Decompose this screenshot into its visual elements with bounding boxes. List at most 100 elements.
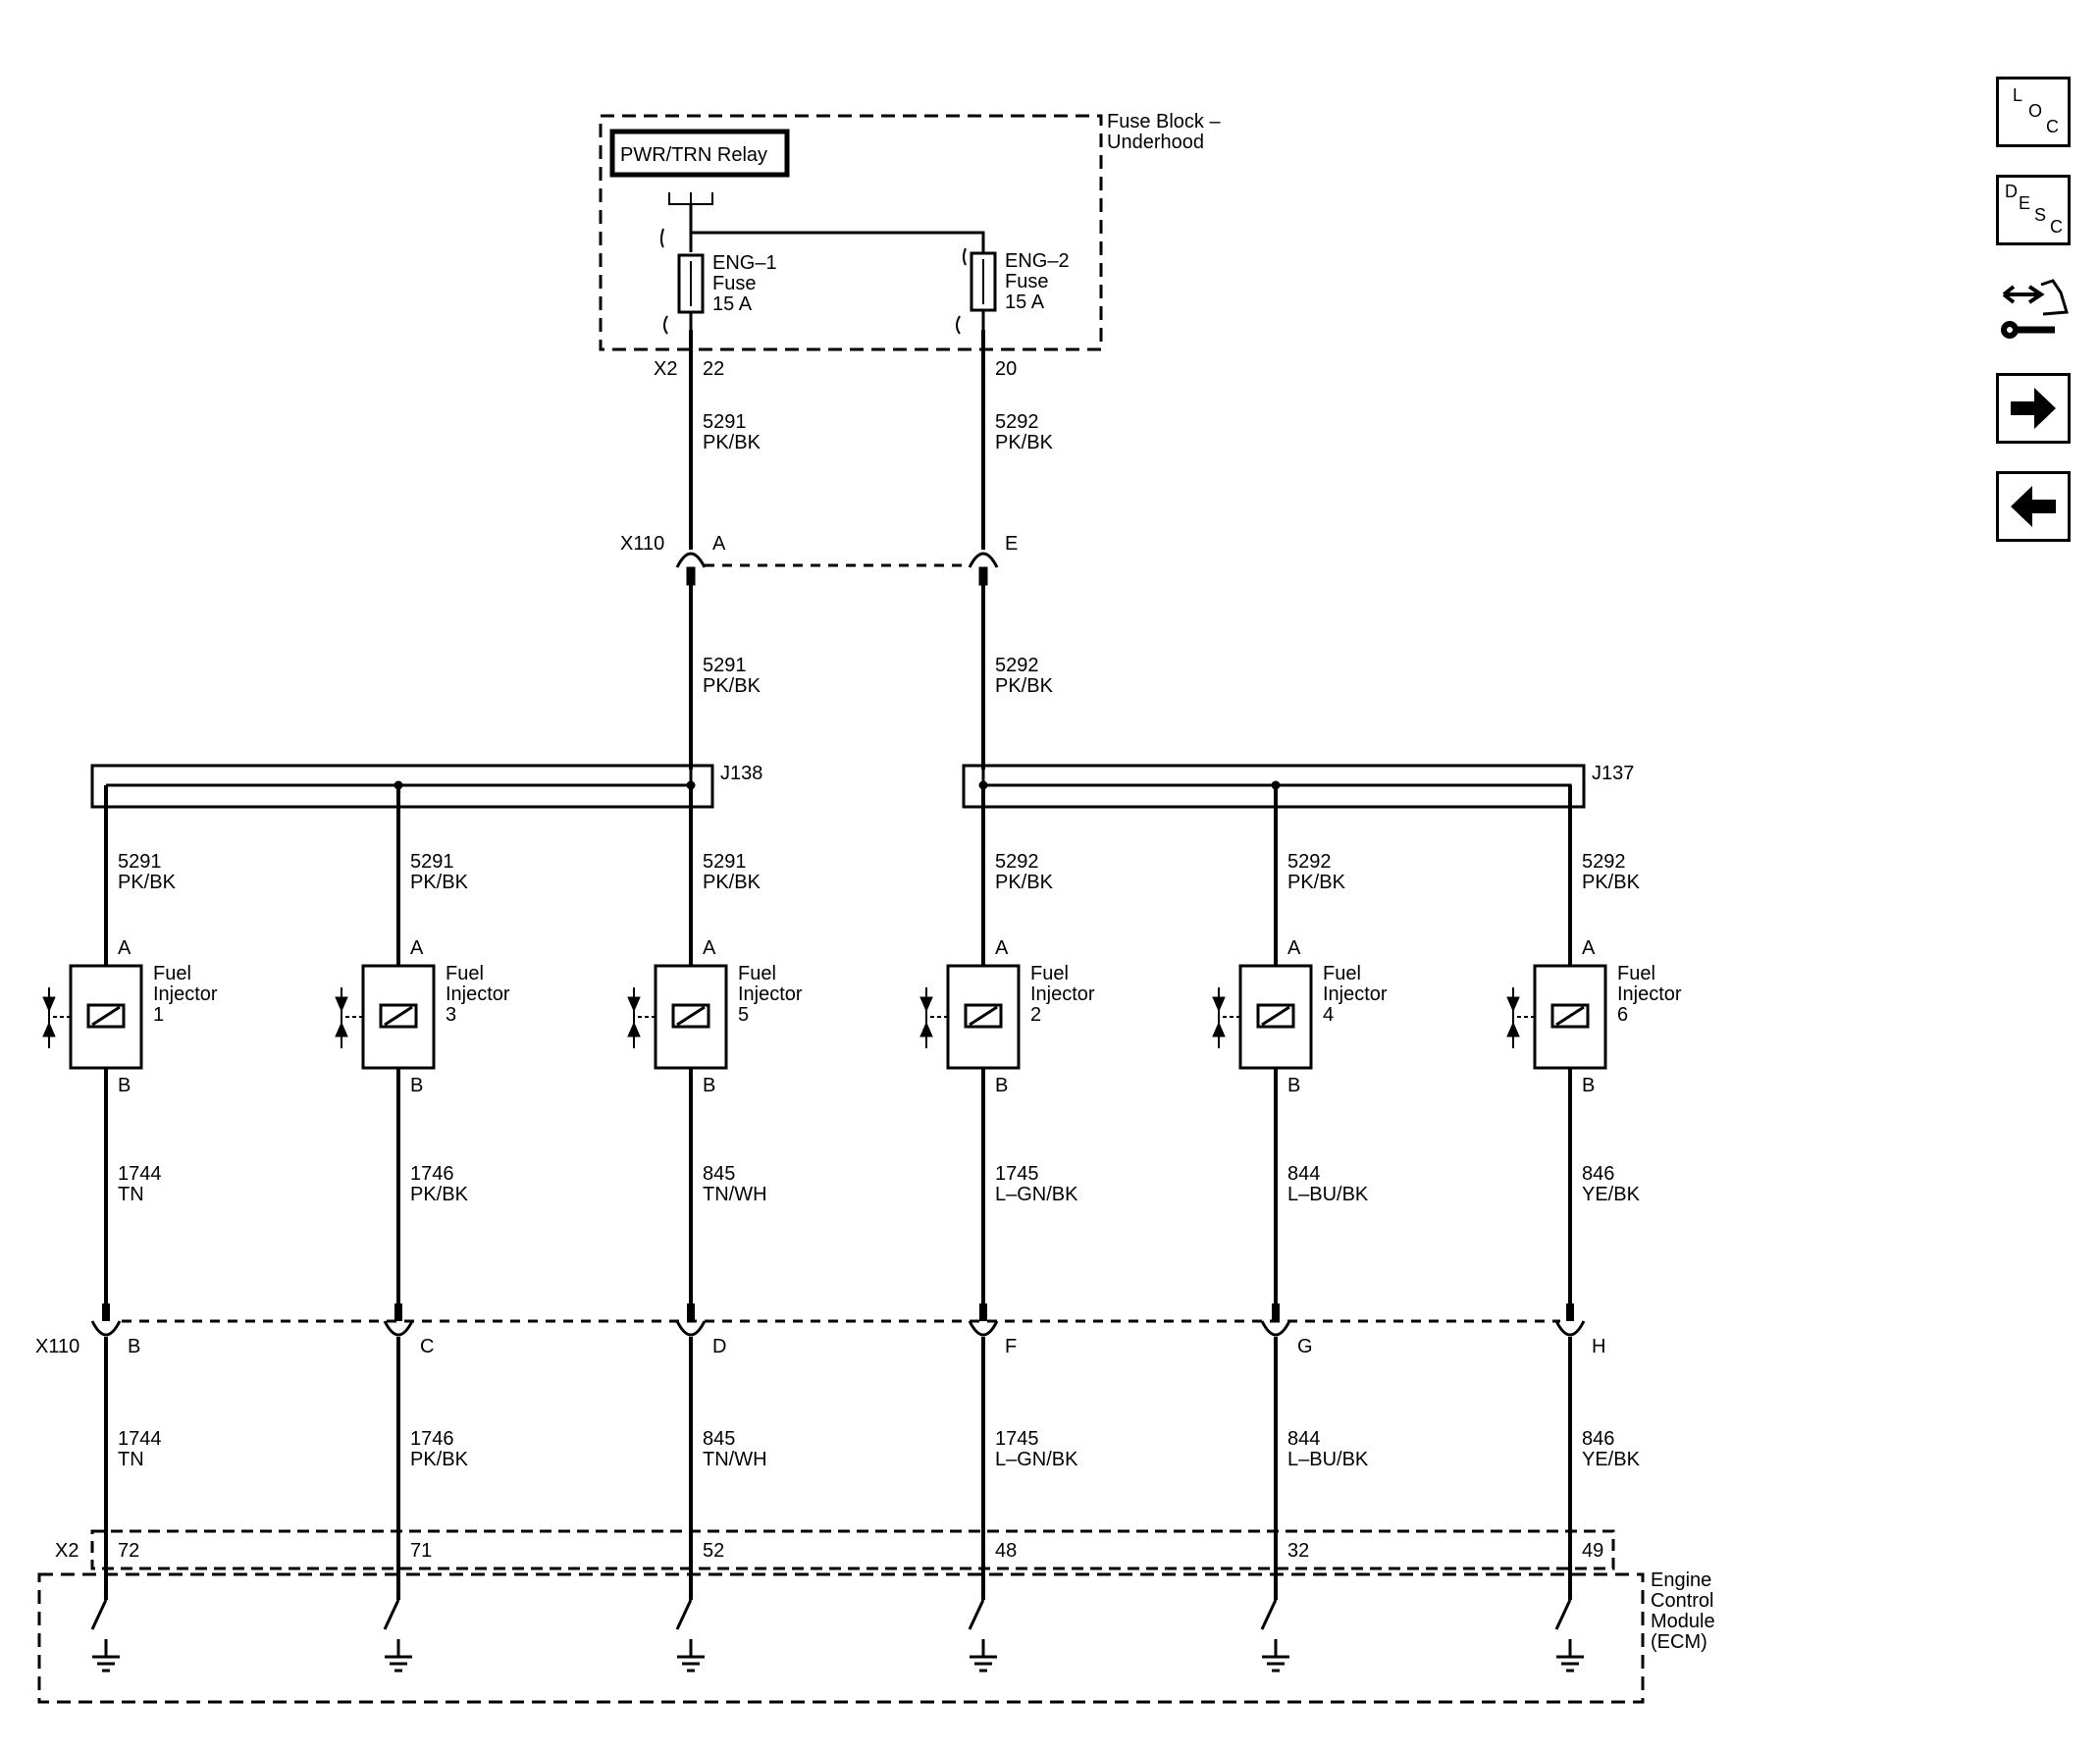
injector-coil-symbol (964, 1003, 1003, 1029)
injector-1-pin-b: B (118, 1075, 131, 1096)
x110-top-pin-a: A (712, 533, 726, 555)
splice-j138-box (90, 764, 714, 809)
splice-j137-label: J137 (1592, 763, 1634, 784)
injector-coil-symbol (86, 1003, 126, 1029)
desc-letter-e: E (2019, 193, 2031, 213)
desc-letter-d: D (2005, 182, 2018, 201)
ecm-connector-x2-label: X2 (55, 1540, 79, 1562)
injector-2-pin-a: A (410, 937, 424, 959)
injector-2-pin-b: B (410, 1075, 423, 1096)
location-button[interactable]: L O C (1996, 77, 2071, 147)
x110-bottom-pin-connector (1260, 1320, 1291, 1337)
ground-icon (677, 1655, 705, 1673)
x110-top-pin-e: E (1005, 533, 1018, 555)
ecm-pin-72: 72 (118, 1540, 139, 1562)
injector-3-pin-a: A (703, 937, 716, 959)
fuse-eng-2-pin: 20 (995, 358, 1017, 380)
arrow-left-icon (2011, 486, 2056, 527)
x110-bottom-pin-F: F (1005, 1336, 1017, 1357)
desc-letter-s: S (2034, 205, 2047, 225)
x110-top-connector-label: X110 (620, 533, 664, 555)
injector-3-pin-b: B (703, 1075, 715, 1096)
ground-icon (1556, 1655, 1584, 1673)
injector-5-pin-a: A (1287, 937, 1301, 959)
injector-1-pin-a: A (118, 937, 131, 959)
x110-pin-e-connector (968, 552, 999, 568)
x110-bottom-pin-B: B (128, 1336, 140, 1357)
injector-coil-symbol (1550, 1003, 1590, 1029)
fuse-eng-1-pin: 22 (703, 358, 724, 380)
next-page-button[interactable] (1996, 373, 2071, 444)
pwr-trn-relay-box (609, 129, 790, 178)
ecm-pin-71: 71 (410, 1540, 432, 1562)
injector-coil-symbol (671, 1003, 710, 1029)
ground-icon (970, 1655, 997, 1673)
fuse-block-outline (599, 114, 1103, 351)
connector-end-view-button[interactable] (1996, 273, 2071, 344)
fuse-block-label: Fuse Block –Underhood (1107, 111, 1221, 153)
x110-bottom-pin-H: H (1592, 1336, 1605, 1357)
injector-4-pin-a: A (995, 937, 1009, 959)
loc-letter-l: L (2013, 85, 2023, 105)
x110-bottom-pin-G: G (1297, 1336, 1313, 1357)
injector-6-pin-a: A (1582, 937, 1596, 959)
injector-5-pin-b: B (1287, 1075, 1300, 1096)
connector-wrench-icon (2001, 279, 2069, 339)
x110-bottom-pin-connector (675, 1320, 707, 1337)
loc-letter-c: C (2046, 117, 2059, 136)
ecm-pin-52: 52 (703, 1540, 724, 1562)
description-button[interactable]: D E S C (1996, 175, 2071, 245)
ecm-pin-48: 48 (995, 1540, 1017, 1562)
injector-coil-symbol (1256, 1003, 1295, 1029)
x110-pin-a-connector (675, 552, 707, 568)
x110-bottom-pin-connector (383, 1320, 414, 1337)
x110-bottom-pin-connector (1554, 1320, 1586, 1337)
injector-coil-symbol (379, 1003, 418, 1029)
x110-bottom-pin-connector (968, 1320, 999, 1337)
ground-icon (1262, 1655, 1289, 1673)
ecm-outline (37, 1572, 1645, 1704)
ecm-pin-49: 49 (1582, 1540, 1603, 1562)
previous-page-button[interactable] (1996, 471, 2071, 542)
arrow-right-icon (2011, 388, 2056, 429)
fuse-block-connector-x2: X2 (654, 358, 677, 380)
x110-bottom-pin-C: C (420, 1336, 434, 1357)
splice-j138-label: J138 (720, 763, 762, 784)
injector-6-pin-b: B (1582, 1075, 1595, 1096)
ecm-x2-connector-outline (90, 1529, 1615, 1570)
injector-4-pin-b: B (995, 1075, 1008, 1096)
desc-letter-c: C (2050, 217, 2063, 237)
ground-icon (92, 1655, 120, 1673)
x110-bottom-pin-connector (90, 1320, 122, 1337)
ground-icon (385, 1655, 412, 1673)
